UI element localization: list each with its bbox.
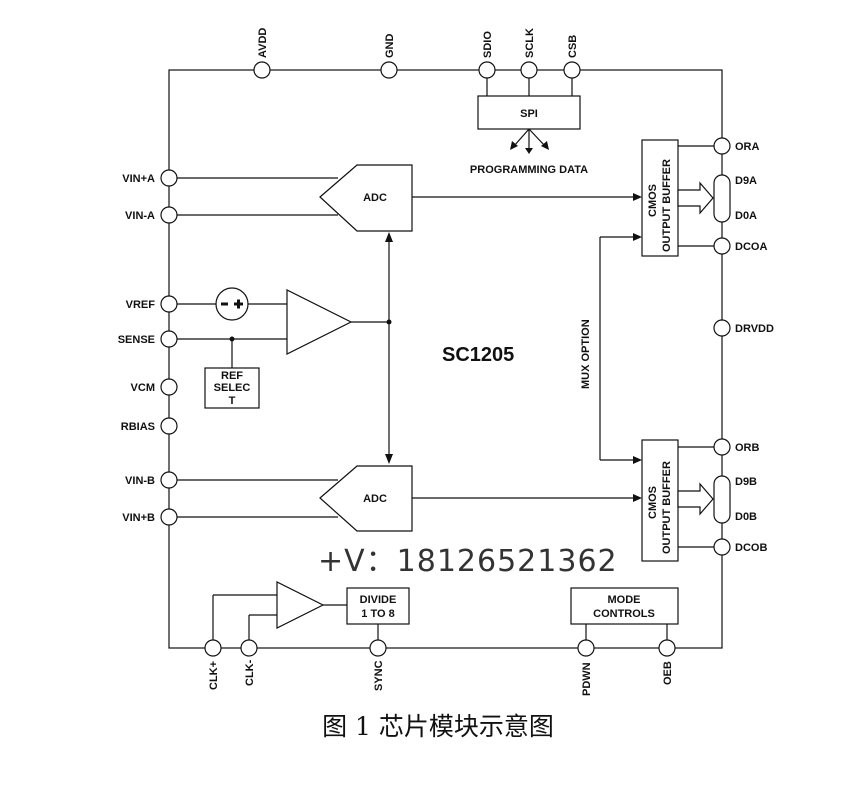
pin-oeb (658, 639, 676, 657)
adc-a-label: ADC (363, 192, 387, 204)
pin-label-sclk: SCLK (524, 28, 536, 58)
divide-line2: 1 TO 8 (361, 608, 394, 620)
chip-outline (168, 69, 723, 649)
reference-section: REF SELEC T (177, 232, 393, 464)
pin-clk-minus (240, 639, 258, 657)
pin-label-d9b: D9B (735, 476, 757, 488)
pin-label-dcob: DCOB (735, 542, 767, 554)
pin-label-vref: VREF (126, 299, 156, 311)
pin-csb (563, 61, 581, 79)
pin-label-vin-plus-a: VIN+A (122, 173, 155, 185)
pin-vin-plus-b (160, 508, 178, 526)
pin-d9a-d0a (713, 174, 731, 223)
pin-label-sdio: SDIO (482, 31, 494, 58)
pin-vin-plus-a (160, 169, 178, 187)
pin-drvdd (713, 319, 731, 337)
programming-data-label: PROGRAMMING DATA (470, 164, 588, 176)
mux-option: MUX OPTION (580, 233, 642, 464)
pin-sync (369, 639, 387, 657)
voltage-source-symbol (215, 287, 249, 321)
divide-line1: DIVIDE (360, 594, 397, 606)
pin-clk-plus (204, 639, 222, 657)
adc-b-label: ADC (363, 493, 387, 505)
pin-vin-minus-b (160, 471, 178, 489)
pin-label-vin-minus-b: VIN-B (125, 475, 155, 487)
left-pins: VIN+A VIN-A VREF SENSE VCM RBIAS VIN-B V… (118, 169, 178, 526)
cmos-a-line2: OUTPUT BUFFER (661, 159, 673, 252)
cmos-buffer-b: CMOS OUTPUT BUFFER (641, 439, 714, 562)
pin-label-sense: SENSE (118, 334, 155, 346)
ref-select-line2: SELEC (214, 382, 251, 394)
pin-label-gnd: GND (384, 34, 396, 59)
mode-controls-line2: CONTROLS (593, 608, 655, 620)
adc-b: ADC (177, 465, 642, 532)
mode-controls-line1: MODE (608, 594, 641, 606)
spi-label: SPI (520, 108, 538, 120)
pin-label-d9a: D9A (735, 175, 757, 187)
cmos-buffer-a: CMOS OUTPUT BUFFER (641, 139, 714, 257)
pin-label-pdwn: PDWN (581, 662, 593, 696)
pin-ora (713, 137, 731, 155)
pin-label-avdd: AVDD (257, 28, 269, 58)
pin-label-rbias: RBIAS (121, 421, 155, 433)
watermark-contact: +V：18126521362 (318, 544, 618, 579)
adc-a: ADC (177, 164, 642, 232)
pin-label-csb: CSB (567, 35, 579, 58)
pin-label-oeb: OEB (662, 661, 674, 685)
pin-vref (160, 295, 178, 313)
pin-orb (713, 438, 731, 456)
pin-avdd (253, 61, 271, 79)
pin-sclk (520, 61, 538, 79)
bottom-pins: CLK+ CLK- SYNC PDWN OEB (204, 639, 676, 696)
mux-option-label: MUX OPTION (580, 319, 592, 389)
clock-section: DIVIDE 1 TO 8 (212, 581, 410, 640)
pin-sense (160, 330, 178, 348)
pin-vcm (160, 378, 178, 396)
pin-dcob (713, 538, 731, 556)
pin-label-d0b: D0B (735, 511, 757, 523)
pin-label-vin-plus-b: VIN+B (122, 512, 155, 524)
cmos-b-line2: OUTPUT BUFFER (661, 461, 673, 554)
right-pins: ORA D9A D0A DCOA DRVDD ORB D9B D0B DCOB (713, 137, 774, 556)
pin-label-sync: SYNC (373, 660, 385, 691)
pin-label-clk-minus: CLK- (244, 659, 256, 686)
pin-vin-minus-a (160, 206, 178, 224)
pin-sdio (478, 61, 496, 79)
pin-label-vin-minus-a: VIN-A (125, 210, 155, 222)
spi-block: SPI PROGRAMMING DATA (470, 78, 588, 176)
pin-label-ora: ORA (735, 141, 760, 153)
pin-label-drvdd: DRVDD (735, 323, 774, 335)
pin-rbias (160, 417, 178, 435)
pin-label-clk-plus: CLK+ (208, 661, 220, 690)
pin-gnd (380, 61, 398, 79)
pin-label-dcoa: DCOA (735, 241, 767, 253)
cmos-b-line1: CMOS (647, 486, 659, 519)
chip-name: SC1205 (442, 344, 514, 366)
pin-pdwn (577, 639, 595, 657)
figure-caption: 图 1 芯片模块示意图 (322, 712, 554, 741)
mode-controls: MODE CONTROLS (570, 587, 679, 640)
ref-select-line3: T (229, 395, 236, 407)
pin-label-orb: ORB (735, 442, 760, 454)
pin-d9b-d0b (713, 475, 731, 524)
cmos-a-line1: CMOS (647, 184, 659, 217)
ref-select-line1: REF (221, 370, 243, 382)
pin-label-d0a: D0A (735, 210, 757, 222)
pin-dcoa (713, 237, 731, 255)
pin-label-vcm: VCM (131, 382, 155, 394)
